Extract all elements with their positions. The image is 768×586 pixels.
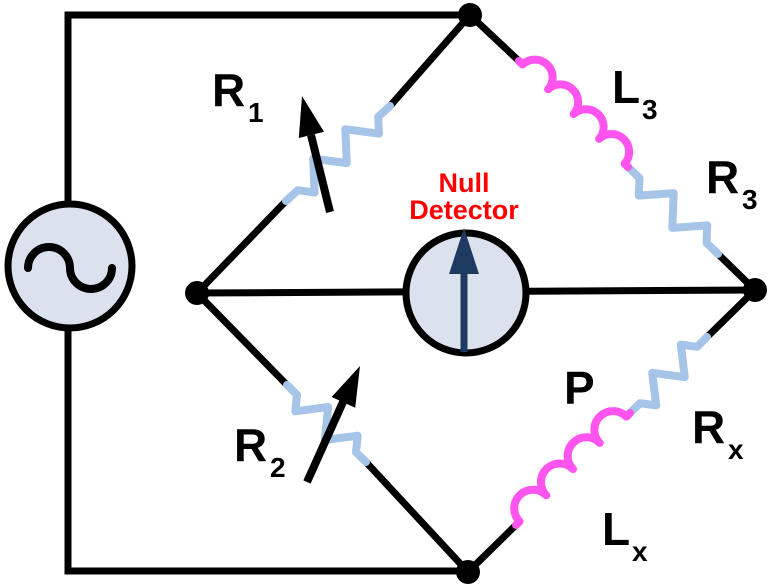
resistor-r2-zigzag <box>283 381 370 466</box>
variable-arrow-r2-icon <box>303 366 360 484</box>
label-null-detector-line1: Null <box>439 168 490 198</box>
node-left <box>185 281 209 305</box>
label-null-detector-line2: Detector <box>409 195 519 225</box>
inductor-lx-coil <box>510 407 634 529</box>
wire-arm-r1-upper <box>385 10 475 111</box>
resistor-r1-zigzag <box>282 102 394 205</box>
r1-arrow-head <box>298 96 324 138</box>
r2-arrow-shaft <box>303 400 347 484</box>
label-r3-sub: 3 <box>742 184 758 215</box>
label-p: P <box>564 362 595 414</box>
label-r1: R <box>212 64 245 116</box>
node-bottom <box>456 560 480 584</box>
needle-arrow-icon <box>449 228 479 274</box>
label-lx-sub: x <box>632 536 648 567</box>
label-l3-sub: 3 <box>642 94 658 125</box>
label-lx: L <box>602 503 630 555</box>
label-rx: R <box>692 401 725 453</box>
r1-arrow-shaft <box>307 134 334 213</box>
node-top <box>458 3 482 27</box>
label-r2-sub: 2 <box>270 452 286 483</box>
label-r3: R <box>706 151 739 203</box>
label-r1-sub: 1 <box>248 97 264 128</box>
wire-arm-r1-lower <box>192 196 291 298</box>
label-l3: L <box>612 61 640 113</box>
wire-top-left <box>64 11 474 208</box>
label-rx-sub: x <box>728 434 744 465</box>
variable-arrow-r1-icon <box>298 96 334 213</box>
wire-arm-r2-lower <box>361 457 473 577</box>
inductor-l3-coil <box>515 55 634 171</box>
r2-arrow-head <box>331 366 360 408</box>
label-r2: R <box>234 419 267 471</box>
ac-source <box>4 200 136 332</box>
null-detector <box>402 228 530 357</box>
resistor-r3-zigzag <box>624 163 722 258</box>
wire-arm-r2-upper <box>192 288 292 390</box>
node-right <box>743 278 767 302</box>
sine-wave-icon <box>24 243 116 293</box>
resistor-rx-zigzag <box>626 333 711 417</box>
wire-bottom-left <box>64 326 472 575</box>
